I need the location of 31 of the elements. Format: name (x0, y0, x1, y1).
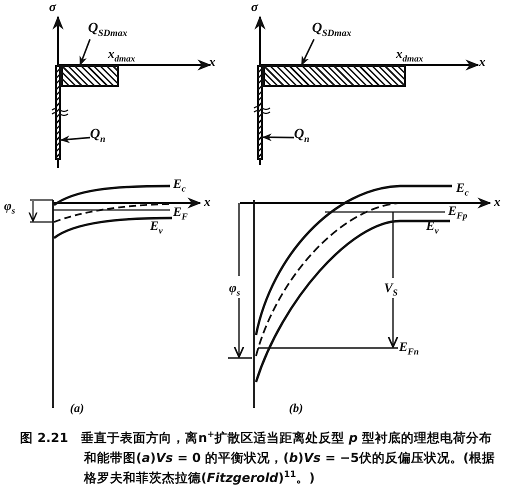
axis-label: x (479, 55, 486, 68)
charge-label: Q$_{n}$ (294, 128, 310, 146)
band-label: E$_{v}$ (150, 219, 163, 236)
band-label: E$_{c}$ (173, 177, 186, 194)
axis-label: x (494, 195, 500, 208)
band-label: E$_{Fp}$ (448, 204, 468, 221)
figure-caption: 图 2.21 垂直于表面方向，离n$^{+}$扩散区适当距离处反型 p 型衬底的理想电荷分布和能带图(a)Vs = 0 的平衡状况，(b)Vs = −5伏的反偏压状况。(根据格罗夫和菲茨杰拉德(Fitzgerold)$^{11}$。) (20, 428, 496, 487)
panel-label: (a) (70, 402, 84, 414)
axis-label: σ (251, 0, 258, 13)
depletion-charge-block (263, 65, 406, 87)
axis-label: x (204, 195, 210, 208)
depletion-charge-block (61, 65, 119, 87)
band-label: E$_{Fn}$ (399, 340, 419, 357)
potential-label: φ$_{s}$ (229, 281, 240, 298)
band-label: E$_{c}$ (456, 181, 469, 198)
voltage-label: V$_{S}$ (384, 281, 398, 298)
leader-arrow (262, 133, 294, 142)
depletion-width-label: x$_{dmax}$ (108, 47, 136, 64)
panel-label: (b) (289, 402, 303, 414)
inversion-charge-strip (55, 65, 61, 160)
charge-label: Q$_{n}$ (90, 128, 106, 146)
depletion-width-label: x$_{dmax}$ (396, 47, 424, 64)
inversion-charge-strip (257, 65, 263, 160)
leader-arrow (300, 38, 315, 66)
charge-label: Q$_{SDmax}$ (88, 22, 128, 40)
leader-arrow (60, 135, 90, 144)
charge-label: Q$_{SDmax}$ (312, 22, 352, 40)
leader-arrow (79, 39, 91, 66)
band-label: E$_{F}$ (173, 205, 188, 222)
potential-label: φ$_{s}$ (4, 199, 16, 216)
axis-label: σ (49, 0, 56, 13)
